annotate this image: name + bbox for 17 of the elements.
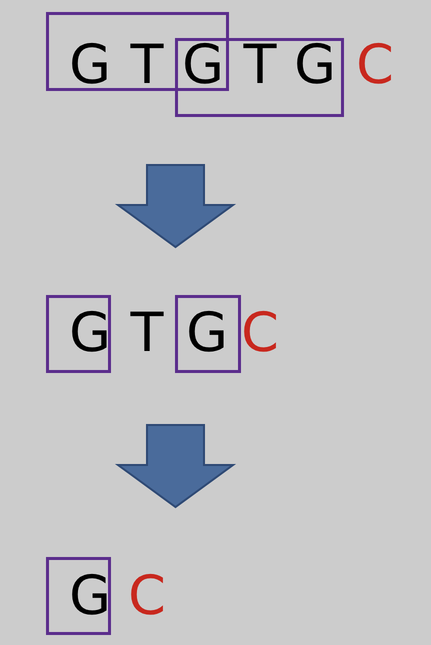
letter: G	[69, 38, 111, 92]
letter: C	[356, 38, 394, 92]
letter: G	[182, 38, 224, 92]
letter: G	[294, 38, 336, 92]
letter: G	[69, 569, 111, 623]
letter: G	[186, 306, 228, 360]
letter: T	[244, 38, 276, 92]
letter: C	[128, 569, 166, 623]
highlight-box	[46, 295, 111, 373]
highlight-box	[46, 557, 111, 635]
letter: G	[69, 306, 111, 360]
letter: C	[241, 306, 279, 360]
highlight-box	[46, 12, 229, 91]
letter: T	[130, 306, 164, 360]
letter: T	[130, 38, 164, 92]
highlight-box	[175, 295, 241, 373]
highlight-box	[175, 38, 344, 117]
